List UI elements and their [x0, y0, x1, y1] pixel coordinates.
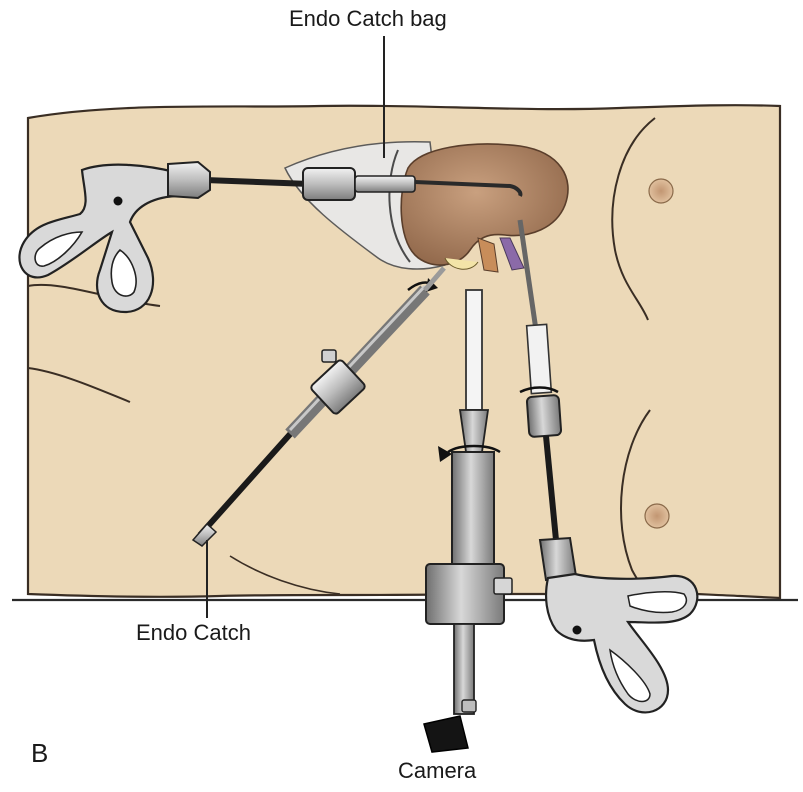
camera-arrow: [447, 444, 501, 454]
right-grasper-tip: [517, 219, 539, 331]
kidney-ureter: [499, 237, 525, 271]
grasper-trocar-sleeve: [354, 175, 416, 193]
body-contour-left-lower: [27, 367, 131, 403]
skin-surface: [26, 104, 782, 600]
endo-catch-tip: [423, 266, 446, 292]
navel-lower: [644, 503, 670, 529]
panel-letter: B: [31, 738, 49, 768]
endo-catch-thin-rod: [197, 430, 295, 537]
camera-stopcock: [493, 577, 513, 595]
endo-catch-handle-tip: [191, 522, 218, 547]
camera-lower-rod: [453, 623, 475, 715]
navel-upper: [648, 178, 674, 204]
body-contour-bottom: [229, 555, 341, 595]
camera-arrowhead: [438, 446, 452, 462]
grasper-right-instrument-icon: [517, 219, 699, 714]
kidney-hilum-vessels: [477, 237, 499, 273]
grasper-shaft: [204, 177, 311, 187]
label-endo-catch-bag: Endo Catch bag: [289, 6, 447, 31]
grasper-tip: [414, 180, 523, 197]
kidney-shape: [400, 143, 569, 266]
right-grasper-shaft: [543, 435, 559, 541]
patient-body: [26, 104, 782, 600]
grasper-ring-bottom: [110, 248, 137, 297]
camera-eyepiece: [423, 715, 469, 753]
camera-trocar-head: [425, 563, 505, 625]
camera-trocar-shaft: [451, 451, 495, 565]
grasper-trocar-body: [302, 167, 356, 201]
camera-scope-tip: [465, 289, 483, 411]
grasper-collar: [167, 160, 211, 200]
endo-catch-valve: [310, 349, 366, 415]
endo-catch-shaft-highlight: [288, 284, 427, 432]
fat-tissue: [444, 257, 479, 270]
grasper-instrument-icon: [18, 160, 523, 314]
grasper-ring-top: [34, 231, 84, 267]
right-grasper-trocar: [525, 394, 563, 438]
label-endo-catch: Endo Catch: [136, 620, 251, 645]
bag-rim: [388, 149, 411, 263]
right-grasper-ring-bottom: [609, 648, 651, 703]
camera-light-port: [461, 699, 477, 713]
body-contour-right: [611, 117, 656, 321]
right-grasper-arrow: [519, 386, 559, 394]
kidney-icon: [400, 143, 569, 273]
grasper-pivot: [113, 196, 123, 206]
endo-catch-shaft: [285, 285, 430, 439]
label-camera: Camera: [398, 758, 477, 783]
endo-catch-device-icon: [191, 266, 446, 547]
right-grasper-pivot: [572, 625, 582, 635]
right-grasper-sleeve: [525, 323, 553, 395]
right-grasper-ring-top: [627, 591, 688, 614]
laparoscope-camera-icon: [423, 289, 513, 753]
